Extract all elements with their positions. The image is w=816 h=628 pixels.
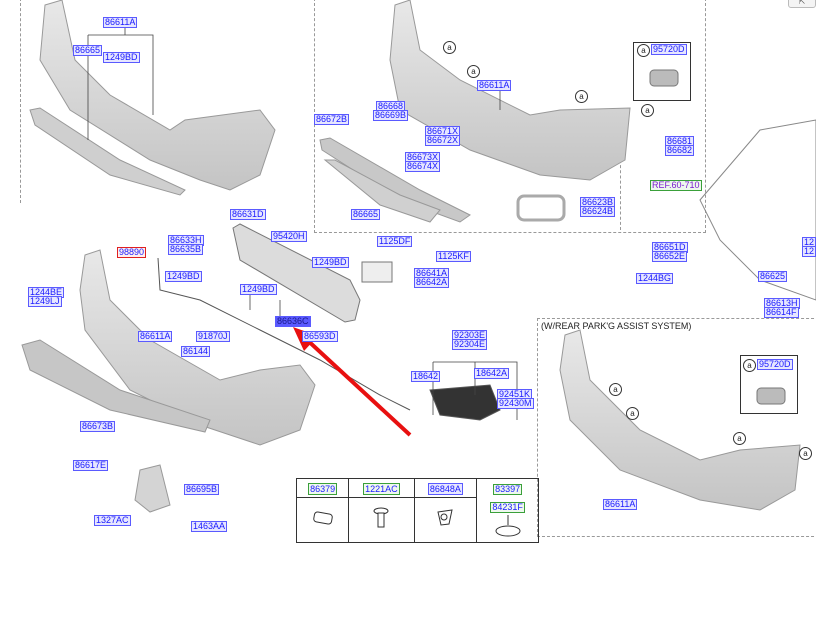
diffuser-strip-2 <box>323 159 441 223</box>
part-label[interactable]: 92430M <box>497 398 534 409</box>
plug-icon <box>312 510 333 525</box>
callout-a: a <box>799 447 812 460</box>
trim-ring <box>516 194 566 222</box>
sensor <box>649 69 679 87</box>
part-label[interactable]: 1125DF <box>377 236 413 247</box>
part-label[interactable]: 86611A <box>138 331 173 342</box>
part-label[interactable]: 86635B <box>168 244 204 255</box>
part-label[interactable]: 18642 <box>411 371 441 382</box>
clip-icon <box>437 508 453 526</box>
reflector <box>429 384 501 421</box>
wiring-harness <box>157 257 411 411</box>
part-label[interactable]: 18642A <box>474 368 510 379</box>
sensor-2 <box>756 387 786 405</box>
part-label[interactable]: 86611A <box>103 17 138 28</box>
parking-box-title: (W/REAR PARK'G ASSIST SYSTEM) <box>541 321 692 331</box>
callout-a: a <box>443 41 456 54</box>
part-label-selected[interactable]: 86636C <box>275 316 311 327</box>
fastener-cell: 1221AC <box>348 478 415 498</box>
part-label-98890[interactable]: 98890 <box>117 247 147 258</box>
callout-a: a <box>467 65 480 78</box>
part-label[interactable]: 86617E <box>73 460 109 471</box>
part-label[interactable]: 86682 <box>665 145 695 156</box>
skid-bracket <box>134 464 171 513</box>
callout-a: a <box>609 383 622 396</box>
diffuser-top-left <box>29 107 186 196</box>
part-label[interactable]: 83397 <box>493 484 523 495</box>
part-label[interactable]: 91870J <box>196 331 230 342</box>
part-label[interactable]: 1244BG <box>636 273 674 284</box>
fastener-cell <box>348 497 415 543</box>
fastener-cell: 83397 84231F <box>476 478 539 543</box>
part-label[interactable]: 1327AC <box>94 515 131 526</box>
part-label[interactable]: 1249BD <box>103 52 140 63</box>
part-label[interactable]: 86672X <box>425 135 461 146</box>
section-parking-assist <box>537 318 816 537</box>
part-label[interactable]: 86669B <box>373 110 409 121</box>
callout-a: a <box>637 44 650 57</box>
part-label[interactable]: 95420H <box>271 231 307 242</box>
part-label[interactable]: 86144 <box>181 346 211 357</box>
part-label[interactable]: 1249BD <box>165 271 202 282</box>
part-label[interactable]: 86631D <box>230 209 266 220</box>
callout-a: a <box>641 104 654 117</box>
callout-a: a <box>575 90 588 103</box>
section-top-left-divider <box>20 0 21 203</box>
part-label[interactable]: 86674X <box>405 161 441 172</box>
part-label[interactable]: 86695B <box>184 484 220 495</box>
part-label[interactable]: 1125KF <box>436 251 471 262</box>
highlight-arrow <box>303 336 412 437</box>
part-label[interactable]: 86665 <box>73 45 103 56</box>
fastener-cell <box>295 497 350 543</box>
fastener-cell: 86379 <box>295 478 350 498</box>
bumper-beam <box>232 223 361 323</box>
part-label[interactable]: 86379 <box>308 483 338 495</box>
part-label[interactable]: 95720D <box>651 44 687 55</box>
bumper-top-left <box>39 0 276 191</box>
bumper-parking <box>559 329 801 511</box>
part-label[interactable]: 86611A <box>603 499 638 510</box>
part-label[interactable]: 86665 <box>351 209 381 220</box>
part-label[interactable]: 86593D <box>302 331 338 342</box>
part-label[interactable]: 95720D <box>757 359 793 370</box>
part-label[interactable]: 86652E <box>652 251 688 262</box>
diffuser-strip-1 <box>319 137 471 223</box>
part-label[interactable]: 1463AA <box>191 521 228 532</box>
bumper-main <box>79 249 316 446</box>
fastener-cell: 86848A <box>413 478 478 498</box>
reference-label[interactable]: REF.60-710 <box>650 180 702 191</box>
section-right-divider <box>620 160 621 230</box>
callout-a: a <box>733 432 746 445</box>
sensor-box <box>633 42 691 101</box>
fastener-cell <box>413 497 478 543</box>
callout-a: a <box>626 407 639 420</box>
part-label[interactable]: 1249BD <box>240 284 277 295</box>
part-label[interactable]: 1221AC <box>363 483 400 495</box>
part-label[interactable]: 1249BD <box>312 257 349 268</box>
part-label[interactable]: 86848A <box>427 483 463 495</box>
part-label[interactable]: 84231F <box>490 502 525 513</box>
part-label[interactable]: 1249LJ <box>28 296 62 307</box>
screw-icon <box>373 507 389 527</box>
part-label[interactable]: 86625 <box>758 271 788 282</box>
bracket <box>361 261 393 283</box>
part-label[interactable]: 86624B <box>580 206 616 217</box>
callout-a: a <box>743 359 756 372</box>
part-label[interactable]: 86611A <box>477 80 512 91</box>
sensor-box-2 <box>740 355 798 414</box>
body-quarter <box>699 119 816 301</box>
part-label[interactable]: 86614F <box>764 307 799 318</box>
fasteners-table: 86379 1221AC 86848A 83397 84231F <box>295 478 539 543</box>
lower-diffuser <box>21 339 211 433</box>
grommet-icon <box>495 515 521 537</box>
part-label[interactable]: 86673B <box>80 421 116 432</box>
part-label[interactable]: 86642A <box>414 277 450 288</box>
part-label[interactable]: 86672B <box>314 114 350 125</box>
part-label[interactable]: 92304E <box>452 339 488 350</box>
part-label[interactable]: 12 <box>802 246 816 257</box>
